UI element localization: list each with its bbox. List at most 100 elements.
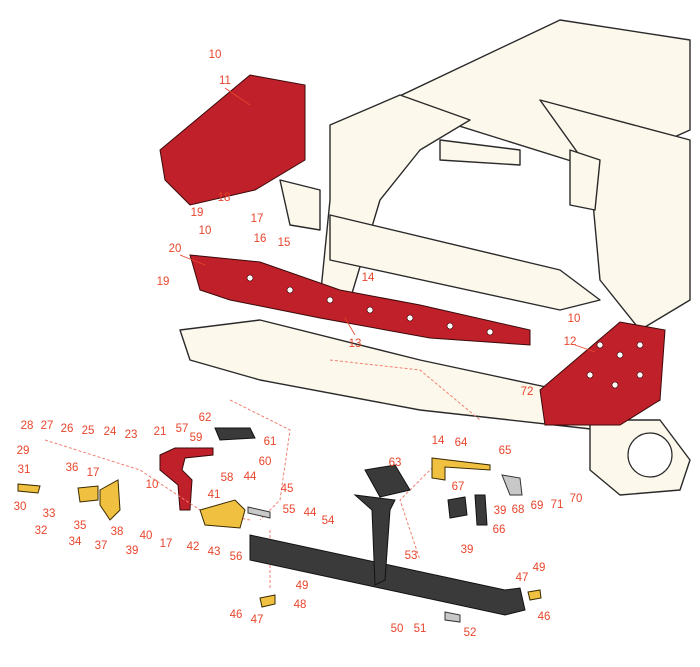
cover-11 xyxy=(159,74,306,206)
callout: 15 xyxy=(278,237,291,249)
callout: 36 xyxy=(66,462,79,474)
callout: 14 xyxy=(432,435,445,447)
callout: 12 xyxy=(564,336,577,348)
bushing-52 xyxy=(444,611,461,623)
callout: 14 xyxy=(362,272,375,284)
plate-36 xyxy=(77,485,99,503)
callout: 17 xyxy=(87,467,100,479)
callout: 28 xyxy=(21,420,34,432)
pedal-63 xyxy=(353,494,396,586)
callout: 32 xyxy=(35,525,48,537)
callout: 34 xyxy=(69,536,82,548)
callout: 57 xyxy=(176,423,189,435)
callout: 42 xyxy=(187,541,200,553)
callout: 69 xyxy=(531,500,544,512)
callout: 20 xyxy=(169,243,182,255)
callout: 49 xyxy=(296,580,309,592)
callout: 55 xyxy=(283,504,296,516)
callout: 37 xyxy=(95,540,108,552)
callout: 10 xyxy=(199,225,212,237)
callout: 13 xyxy=(349,338,362,350)
pad-63 xyxy=(364,464,411,498)
callout: 72 xyxy=(521,386,534,398)
callout: 47 xyxy=(516,572,529,584)
callout: 71 xyxy=(551,499,564,511)
callout: 10 xyxy=(568,313,581,325)
callout: 40 xyxy=(140,530,153,542)
callout: 70 xyxy=(570,493,583,505)
clevis-47-right xyxy=(527,589,542,601)
callout: 46 xyxy=(538,611,551,623)
callout: 51 xyxy=(414,623,427,635)
plate-20 xyxy=(189,254,531,346)
callout: 45 xyxy=(281,483,294,495)
clevis-47 xyxy=(259,594,276,608)
leader-lines xyxy=(179,87,596,353)
plate-20-holes xyxy=(246,274,494,336)
callout: 19 xyxy=(157,276,170,288)
callout: 23 xyxy=(125,429,138,441)
callout: 43 xyxy=(208,546,221,558)
callout: 61 xyxy=(264,436,277,448)
callout: 21 xyxy=(154,426,167,438)
callout: 10 xyxy=(146,479,159,491)
callout: 47 xyxy=(251,614,264,626)
callout: 16 xyxy=(254,233,267,245)
plate-37 xyxy=(99,479,121,521)
callout: 17 xyxy=(160,538,173,550)
callout: 44 xyxy=(304,507,317,519)
callout: 52 xyxy=(464,627,477,639)
bracket-68 xyxy=(501,474,523,496)
callout: 19 xyxy=(191,207,204,219)
callout: 67 xyxy=(452,481,465,493)
callout: 48 xyxy=(294,599,307,611)
callout: 35 xyxy=(74,520,87,532)
callout: 68 xyxy=(512,504,525,516)
callout: 49 xyxy=(533,562,546,574)
callout: 44 xyxy=(244,471,257,483)
callout: 58 xyxy=(221,472,234,484)
callout: 41 xyxy=(208,489,221,501)
callout: 11 xyxy=(219,75,231,87)
callout: 65 xyxy=(499,445,512,457)
callout: 64 xyxy=(455,437,468,449)
callout: 54 xyxy=(322,515,335,527)
callout: 10 xyxy=(209,49,222,61)
callout: 59 xyxy=(190,432,203,444)
callout: 56 xyxy=(230,551,243,563)
callout: 60 xyxy=(259,456,272,468)
pedal-shaft-53 xyxy=(249,534,526,616)
pin-56 xyxy=(247,506,271,519)
pad-62 xyxy=(214,427,256,441)
callout: 17 xyxy=(251,213,264,225)
switch-66 xyxy=(447,494,488,526)
callout: 38 xyxy=(111,526,124,538)
callout: 26 xyxy=(61,423,74,435)
callout: 39 xyxy=(126,545,139,557)
callout: 66 xyxy=(493,524,506,536)
callout: 29 xyxy=(17,445,30,457)
bracket-41 xyxy=(199,499,246,529)
callout: 50 xyxy=(391,623,404,635)
main-frame xyxy=(179,19,691,496)
callout: 53 xyxy=(405,550,418,562)
callout: 31 xyxy=(18,464,31,476)
callout: 25 xyxy=(82,425,95,437)
callout: 39 xyxy=(494,505,507,517)
callout: 33 xyxy=(43,508,56,520)
callout: 39 xyxy=(461,544,474,556)
callout: 24 xyxy=(104,426,117,438)
plate-12 xyxy=(539,321,666,426)
pedal-arm-57 xyxy=(159,447,214,511)
callout-labels: 10 11 18 19 17 10 16 15 20 14 19 10 12 1… xyxy=(14,49,583,639)
callout: 18 xyxy=(218,192,231,204)
callout: 62 xyxy=(199,412,212,424)
clevis-30 xyxy=(17,483,41,494)
callout: 63 xyxy=(389,457,402,469)
callout: 46 xyxy=(230,609,243,621)
callout: 27 xyxy=(41,420,54,432)
plate-12-holes xyxy=(586,341,644,389)
callout: 30 xyxy=(14,501,27,513)
bracket-64 xyxy=(431,457,491,481)
